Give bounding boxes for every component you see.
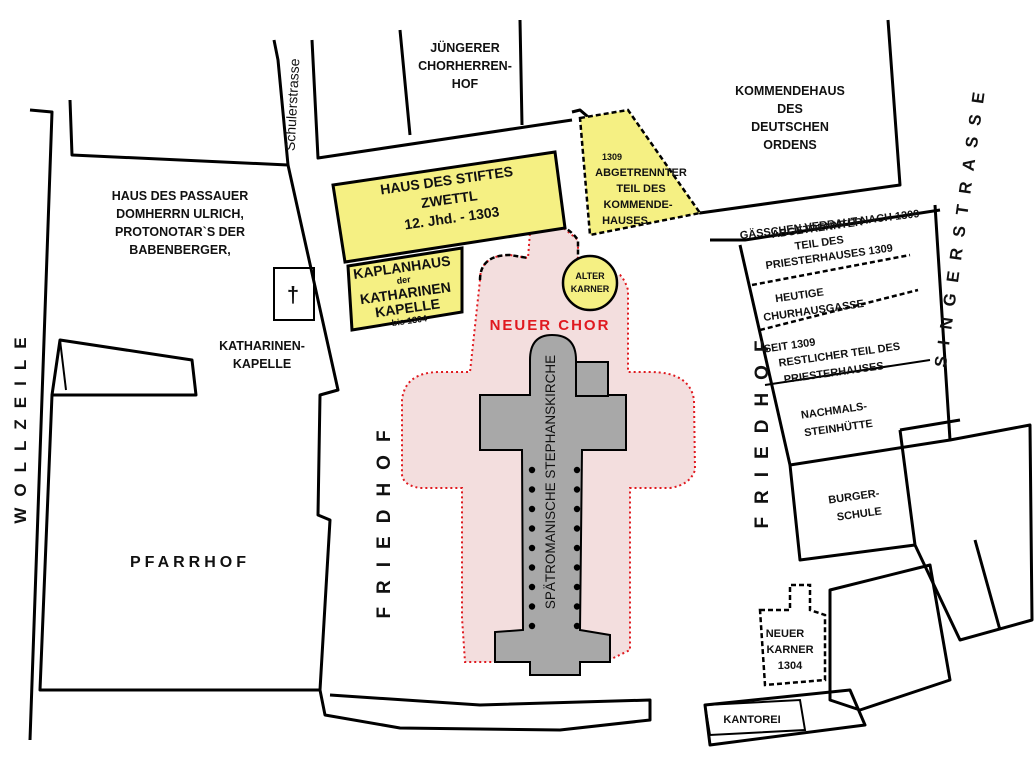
label-churhausgasse-1: HEUTIGE [774, 286, 824, 305]
katharinen-chapel-room [273, 267, 315, 321]
label-friedhof-left: FRIEDHOF [374, 417, 395, 618]
pillar [573, 466, 581, 474]
label-stephanskirche: SPÄTROMANISCHE STEPHANSKIRCHE [543, 355, 558, 609]
label-zwettl-2: ZWETTL [420, 187, 479, 211]
pillar [528, 603, 536, 610]
label-passauer-4: BABENBERGER, [129, 243, 230, 257]
label-abg-kommende-4: KOMMENDE- [603, 199, 672, 211]
old-church-body [479, 333, 627, 676]
label-steinhuette-2: STEINHÜTTE [803, 417, 873, 439]
old-church [479, 333, 627, 676]
label-burgerschule-1: BURGER- [828, 488, 881, 507]
label-passauer-3: PROTONOTAR`S DER [115, 225, 245, 239]
pillar [573, 486, 581, 493]
label-passauer-2: DOMHERRN ULRICH, [116, 207, 244, 221]
pillar [528, 544, 536, 552]
block-outlines [28, 19, 1034, 747]
label-abg-kommende-3: TEIL DES [616, 183, 665, 195]
label-abg-kommende-1: 1309 [602, 152, 622, 162]
label-kommendehaus-4: ORDENS [763, 138, 816, 152]
singerstrasse-blocks [899, 418, 1034, 642]
label-kommendehaus-1: KOMMENDEHAUS [735, 84, 845, 98]
southeast-blocks [703, 563, 952, 747]
label-abg-kommende-2: ABGETRENNTER [595, 167, 687, 179]
label-kaplanhaus-2: der [396, 274, 412, 286]
pillar [528, 583, 536, 591]
pillar [573, 603, 581, 610]
label-neuer-chor: NEUER CHOR [490, 317, 611, 334]
pillar [573, 622, 581, 630]
kaplanhaus-shape [346, 246, 464, 332]
neuer-karner-shape [758, 583, 827, 687]
label-friedhof-right: FRIEDHOF [752, 327, 773, 528]
kantorei-block [703, 698, 807, 737]
pillar [528, 564, 536, 571]
priesterhaus-divider-1 [751, 253, 911, 287]
gaesschen-edge [710, 208, 941, 242]
pillar [573, 583, 581, 591]
pillar [573, 525, 581, 532]
pillar [573, 505, 581, 513]
label-kommendehaus-2: DES [777, 102, 803, 116]
pillar [528, 525, 536, 532]
pillar [573, 564, 581, 571]
abgetrennter-kommendehaus-shape [578, 108, 703, 237]
label-kaplanhaus-5: bis 1304 [391, 313, 428, 328]
pfarrhof-divider [59, 339, 67, 391]
old-church-tower [575, 361, 609, 397]
label-juengerer-1: JÜNGERER [430, 40, 499, 55]
pillar [573, 544, 581, 552]
label-pfarrhof: PFARRHOF [130, 554, 250, 571]
pillar [528, 622, 536, 630]
alter-karner-shape [561, 254, 619, 312]
priesterhaus-divider-2 [759, 288, 919, 332]
chorherrenhof-block [310, 19, 573, 160]
schulerstrasse-edge [272, 39, 290, 166]
label-burgerschule-2: SCHULE [836, 505, 882, 523]
pillar [528, 486, 536, 493]
yellow-buildings [331, 108, 703, 332]
burgerschule-block [788, 429, 917, 562]
pillar [528, 466, 536, 474]
pfarrhof-block [28, 99, 340, 741]
street-label-wollzeile: WOLLZEILE [11, 326, 30, 523]
label-steinhuette-1: NACHMALS- [800, 400, 868, 421]
priesterhaus-divider-3 [764, 359, 931, 386]
label-neuer-karner-2: KARNER [766, 644, 813, 656]
label-passauer-1: HAUS DES PASSAUER [112, 189, 249, 203]
label-katharinenkapelle-1: KATHARINEN- [219, 339, 305, 353]
label-kantorei: KANTOREI [723, 714, 780, 726]
label-kommendehaus-3: DEUTSCHEN [751, 120, 829, 134]
plaza-south-edge [318, 689, 652, 732]
label-neuer-karner-3: 1304 [778, 660, 803, 672]
label-alter-karner-1: ALTER [575, 271, 605, 281]
street-label-singerstrasse: SINGERSTRASSE [931, 80, 990, 368]
label-juengerer-2: CHORHERREN- [418, 59, 512, 73]
label-neuer-karner-1: NEUER [766, 628, 805, 640]
haus-stiftes-zwettl-shape [331, 150, 567, 264]
label-juengerer-3: HOF [452, 77, 479, 91]
pillar [528, 505, 536, 513]
old-choir-dashed-outline [478, 223, 580, 300]
label-alter-karner-2: KARNER [571, 284, 610, 294]
label-abg-kommende-5: HAUSES [602, 215, 648, 227]
church-pillars [528, 466, 581, 630]
priesterhaus-block [738, 204, 952, 467]
label-katharinenkapelle-2: KAPELLE [233, 357, 291, 371]
cross-icon: † [287, 282, 299, 307]
street-label-schulerstrasse: Schulerstrasse [282, 58, 303, 152]
